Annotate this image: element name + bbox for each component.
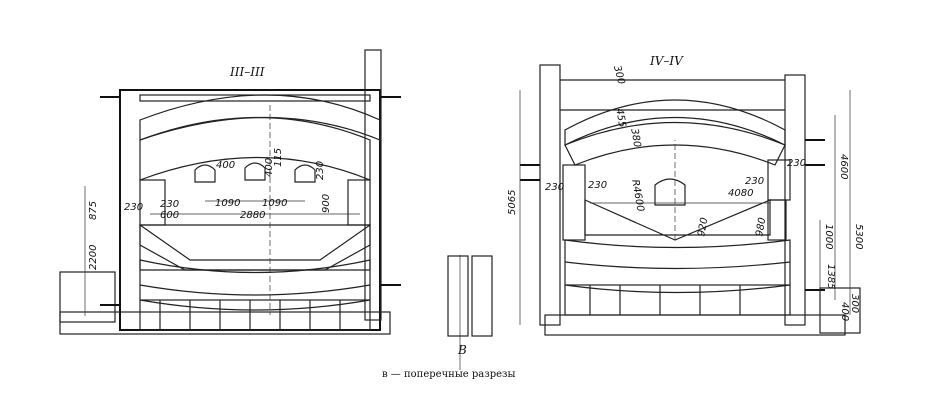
dim-label: 230 <box>160 199 179 210</box>
dim-label: 400 <box>216 160 235 171</box>
right-section-title: IV–IV <box>649 54 684 68</box>
dim-label: 4600 <box>838 154 849 179</box>
dim-label: 1090 <box>215 198 240 209</box>
dim-label: 980 <box>754 217 768 238</box>
left-roof-crown <box>139 116 371 181</box>
left-arch-binding <box>139 94 381 141</box>
right-roof-crown <box>564 121 786 166</box>
dim-label: 230 <box>315 161 326 180</box>
right-buckstay-left <box>539 64 561 326</box>
left-foundation <box>59 311 391 335</box>
dim-label: 400 <box>264 158 275 177</box>
dim-label: 2880 <box>240 210 265 221</box>
dim-label: 300 <box>611 64 627 85</box>
dim-label: 230 <box>124 202 143 213</box>
dim-label: 230 <box>545 182 564 193</box>
dim-label: 115 <box>273 148 284 167</box>
dim-label: 400 <box>839 302 850 321</box>
left-hearth <box>139 259 371 311</box>
dim-label: 1000 <box>823 224 834 249</box>
section-iv-iv: IV–IV 300 455 380 5065 230 230 R4600 408… <box>507 54 864 336</box>
dim-label: 5300 <box>853 224 864 249</box>
dim-label: 230 <box>745 176 764 187</box>
dim-label: 600 <box>160 210 179 221</box>
left-buckstay <box>364 49 382 321</box>
dim-label: 900 <box>321 194 332 213</box>
dim-label: 2200 <box>88 245 99 270</box>
dim-label: 230 <box>588 180 607 191</box>
left-section-title: III–III <box>229 65 265 79</box>
dim-label: 875 <box>88 201 99 220</box>
figure-caption: в — поперечные разрезы <box>382 369 515 380</box>
dim-label: 230 <box>787 158 806 169</box>
section-iii-iii: III–III 400 400 115 230 1090 1090 2880 9… <box>59 49 401 335</box>
dim-label: 300 <box>849 294 860 313</box>
section-marker: В <box>457 343 467 357</box>
dim-label: 5065 <box>507 190 518 215</box>
dim-label: 4080 <box>728 188 753 199</box>
dim-label: 380 <box>628 128 642 149</box>
dim-label: R4600 <box>629 179 645 213</box>
right-foundation <box>544 314 846 336</box>
dim-label: 1090 <box>262 198 287 209</box>
dim-label: 455 <box>613 108 627 129</box>
dim-label: 1385 <box>825 264 836 289</box>
dim-label: 920 <box>696 217 710 238</box>
